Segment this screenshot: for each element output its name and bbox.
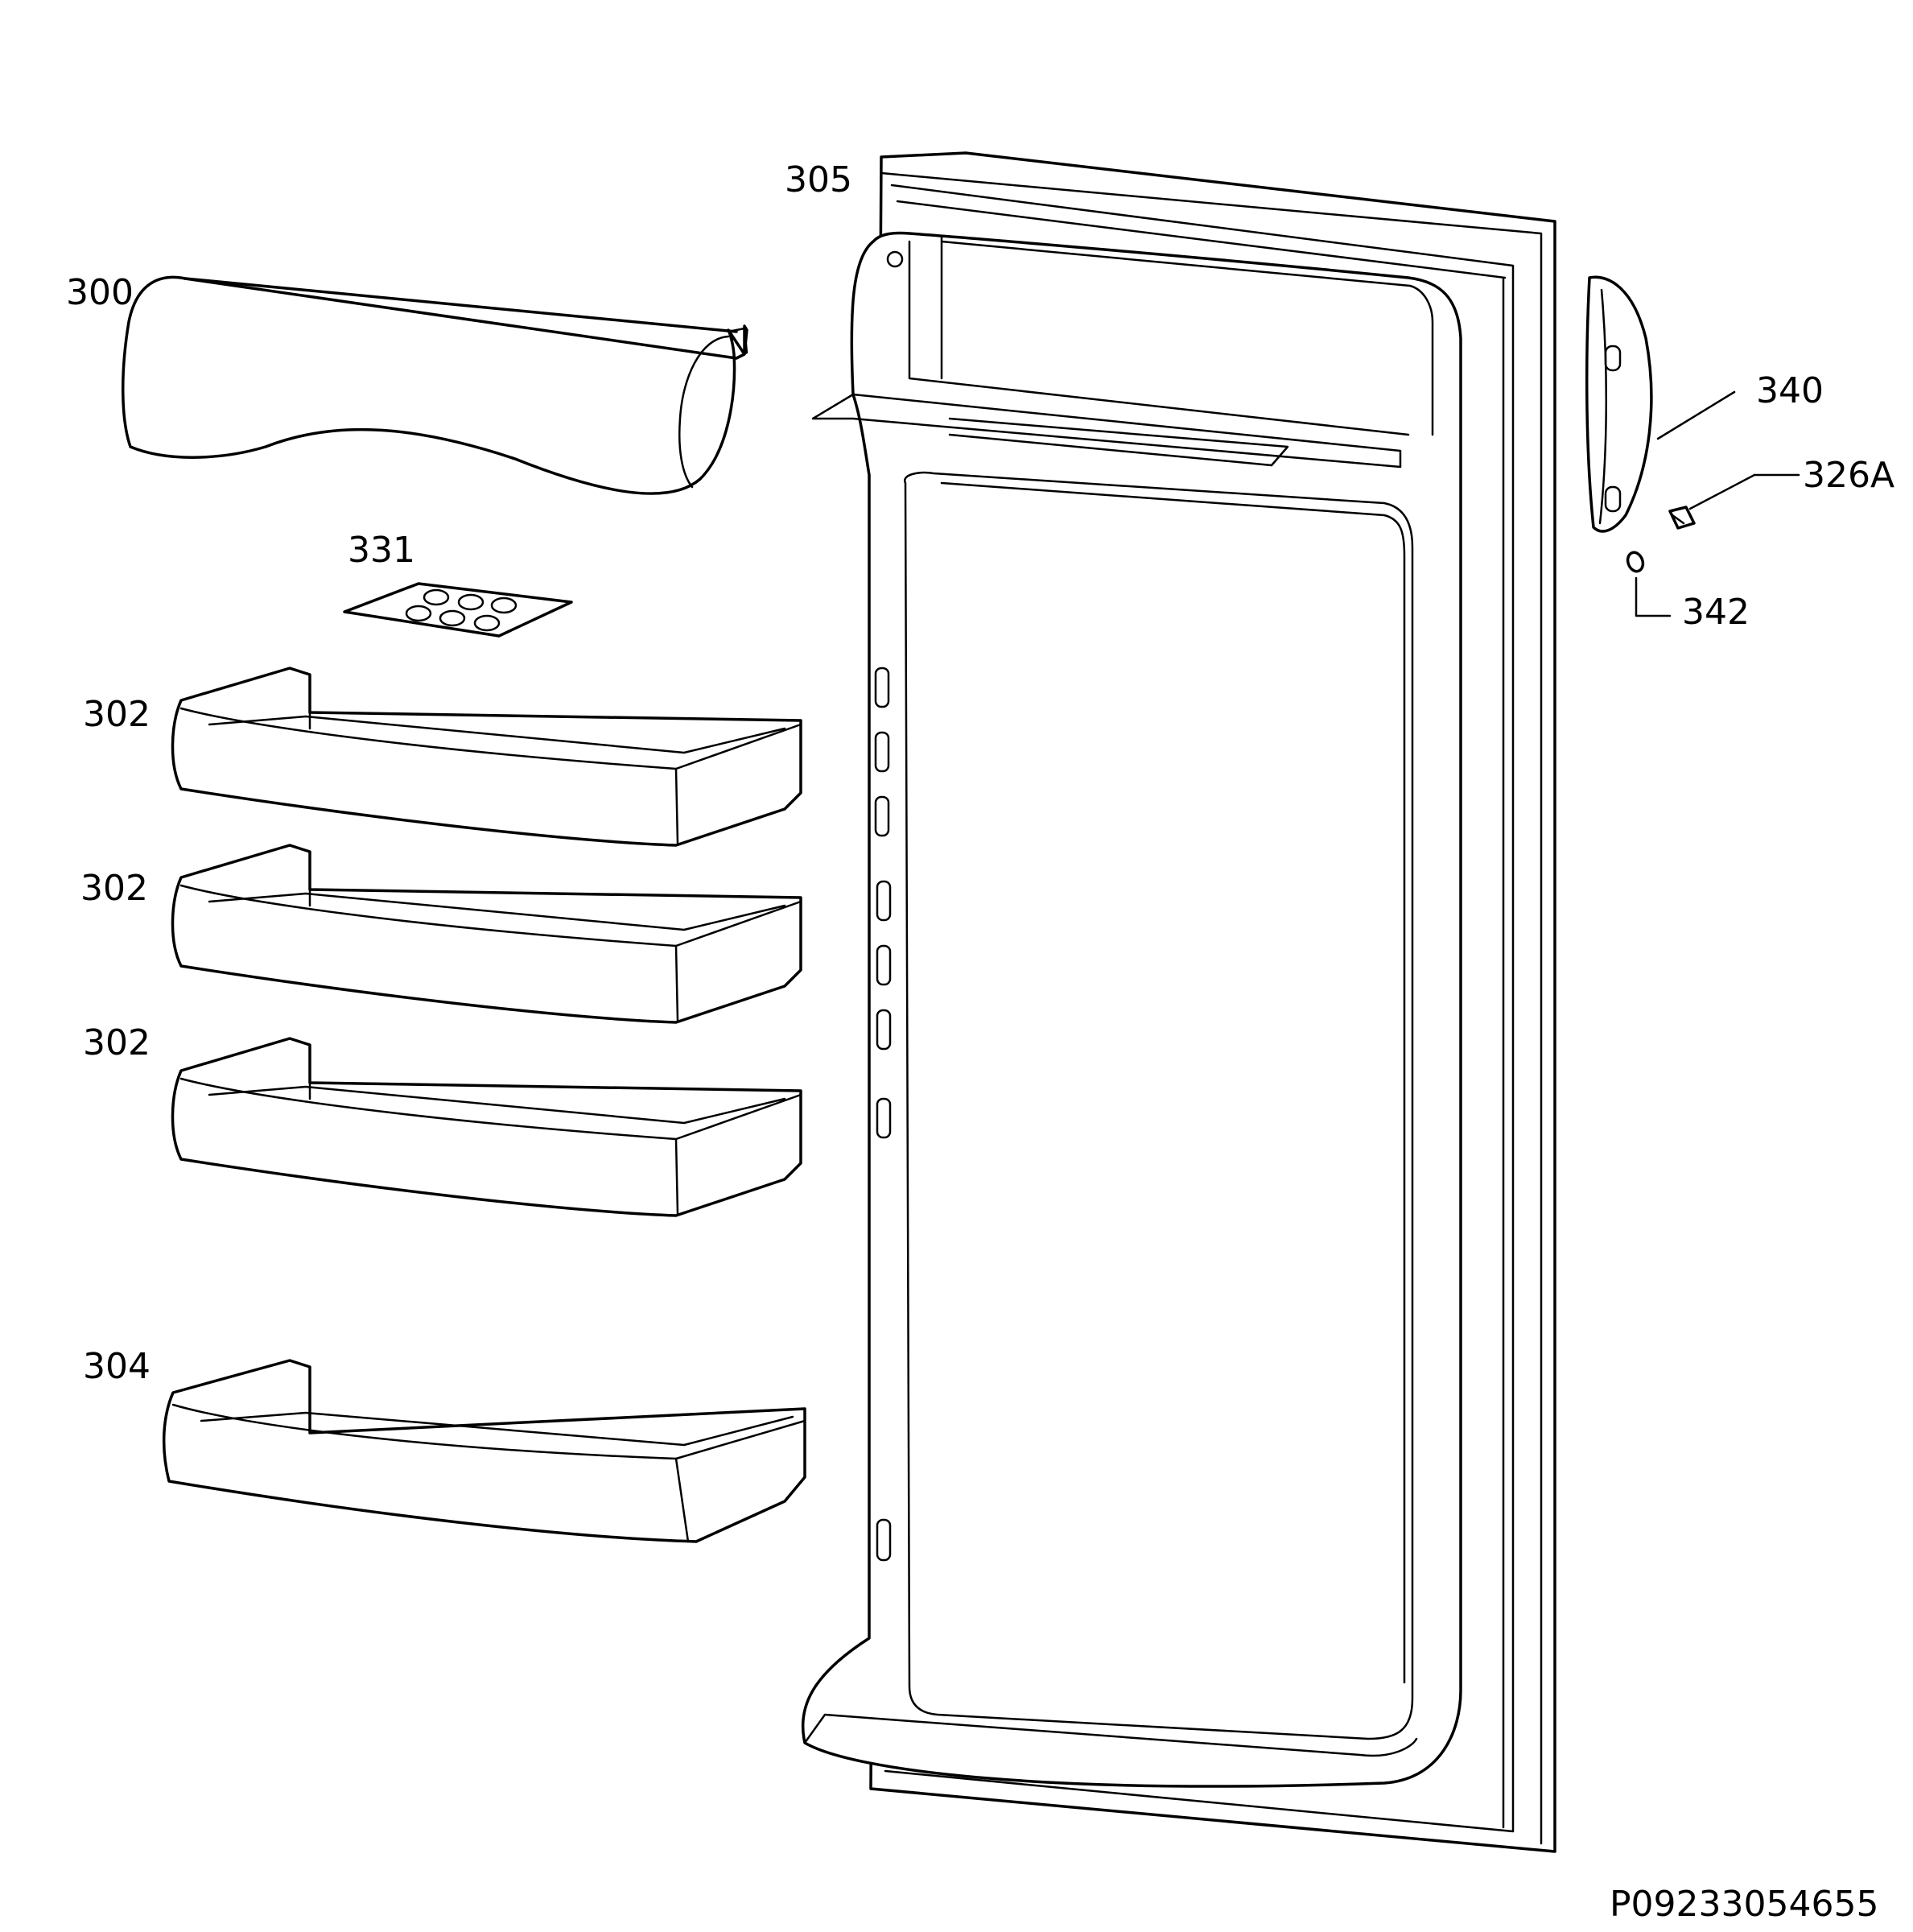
- part-340-door-handle[interactable]: [1585, 275, 1736, 533]
- part-302-door-shelf-3[interactable]: [171, 1037, 802, 1217]
- part-304-bottle-shelf[interactable]: [162, 1359, 806, 1543]
- part-305-door[interactable]: [801, 151, 1556, 1853]
- label-342: 342: [1682, 592, 1750, 633]
- part-302-door-shelf-2[interactable]: [171, 844, 802, 1024]
- label-302-c: 302: [83, 1022, 150, 1063]
- part-300-dairy-cover[interactable]: [121, 275, 748, 495]
- label-326a: 326A: [1803, 455, 1894, 496]
- label-331: 331: [348, 530, 415, 571]
- label-340: 340: [1756, 370, 1824, 411]
- label-305: 305: [785, 159, 852, 200]
- part-331-egg-tray[interactable]: [343, 582, 573, 638]
- label-302-a: 302: [83, 694, 150, 735]
- part-342-washer[interactable]: [1625, 551, 1672, 617]
- label-300: 300: [66, 272, 134, 313]
- label-302-b: 302: [80, 868, 148, 909]
- part-302-door-shelf-1[interactable]: [171, 667, 802, 847]
- drawing-code: P09233054655: [1610, 1884, 1878, 1925]
- label-304: 304: [83, 1346, 150, 1387]
- part-326a-screw[interactable]: [1668, 473, 1800, 530]
